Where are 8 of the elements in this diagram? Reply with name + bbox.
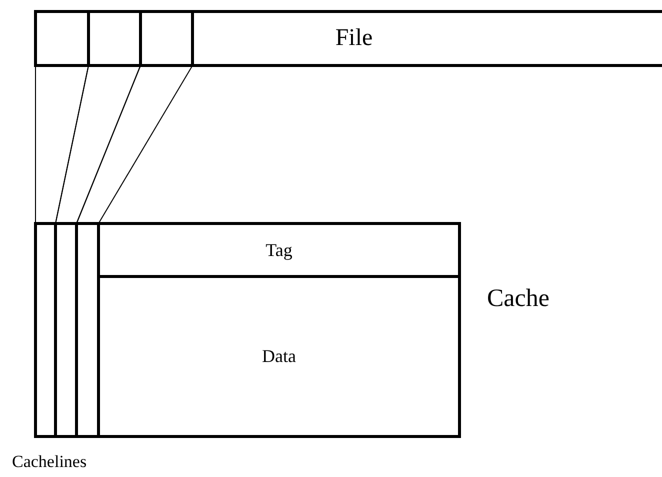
node-label: Tag xyxy=(266,240,292,260)
node-label: Data xyxy=(262,346,296,367)
mapping-line xyxy=(76,65,193,224)
text-label: Cachelines xyxy=(12,452,87,472)
file-bar xyxy=(34,10,662,67)
node-label: File xyxy=(335,25,373,52)
node-caption: Cache xyxy=(487,285,550,313)
cache-box xyxy=(34,222,461,438)
